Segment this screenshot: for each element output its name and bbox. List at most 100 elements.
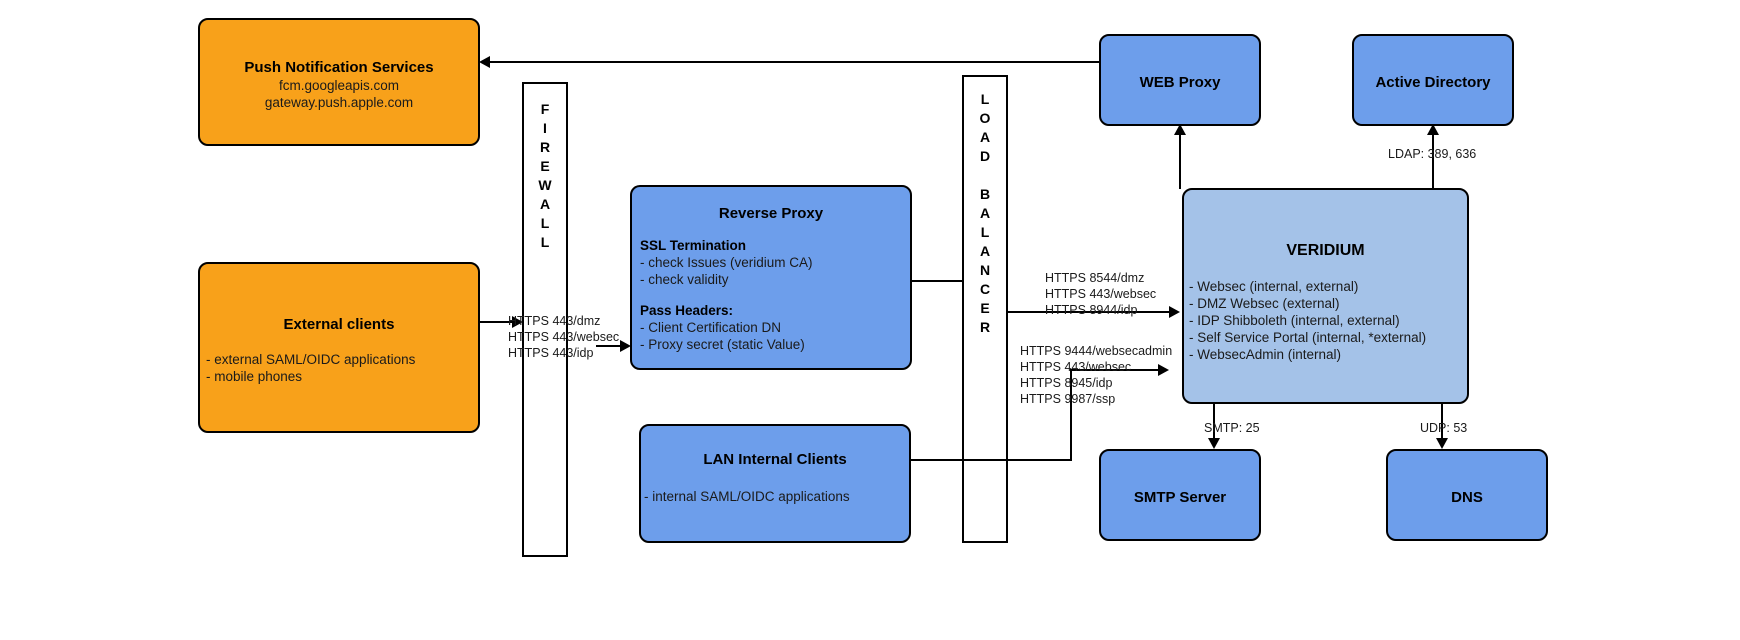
firewall-label: F I R E W A L L <box>524 100 566 252</box>
reverse-proxy-section-2-line-1: - Client Certification DN <box>640 320 782 335</box>
firewall-letter: I <box>543 120 547 136</box>
load-balancer-letter: D <box>979 148 991 164</box>
reverse-proxy-section-2-line-2: - Proxy secret (static Value) <box>640 337 805 352</box>
reverse-proxy-section-1-heading: SSL Termination <box>640 238 747 253</box>
edge-external-to-firewall <box>480 321 516 323</box>
veridium-service-1: - Websec (internal, external) <box>1189 279 1359 294</box>
load-balancer-label: L O A D B A L A N C E R <box>964 90 1006 337</box>
external-clients-list: - external SAML/OIDC applications - mobi… <box>206 351 415 385</box>
edge-webproxy-to-push-arrowhead <box>479 56 490 68</box>
edge-veridium-to-smtp-arrowhead <box>1208 438 1220 449</box>
edge-junction-vertical <box>1070 370 1072 461</box>
lan-internal-clients-title: LAN Internal Clients <box>703 451 847 468</box>
external-clients-line-2: - mobile phones <box>206 369 303 384</box>
veridium-service-2: - DMZ Websec (external) <box>1189 296 1340 311</box>
label-smtp: SMTP: 25 <box>1204 421 1260 435</box>
edge-veridium-to-dns-arrowhead <box>1436 438 1448 449</box>
edge-firewall-to-reverse-proxy <box>596 345 624 347</box>
load-balancer-letter: E <box>980 300 990 316</box>
load-balancer-letter: R <box>979 319 991 335</box>
node-external-clients: External clients - external SAML/OIDC ap… <box>198 262 480 433</box>
firewall-letter: R <box>539 139 551 155</box>
node-smtp-server: SMTP Server <box>1099 449 1261 541</box>
smtp-server-title: SMTP Server <box>1133 489 1227 506</box>
label-lb-lower-1: HTTPS 9444/websecadmin <box>1020 344 1173 358</box>
label-lb-lower-4: HTTPS 9987/ssp <box>1020 392 1116 406</box>
firewall-letter: A <box>539 196 551 212</box>
veridium-service-4: - Self Service Portal (internal, *extern… <box>1189 330 1427 345</box>
load-balancer-letter: A <box>979 205 991 221</box>
veridium-service-list: - Websec (internal, external) - DMZ Webs… <box>1189 278 1426 363</box>
web-proxy-title: WEB Proxy <box>1139 74 1221 91</box>
reverse-proxy-title: Reverse Proxy <box>718 205 824 222</box>
edge-veridium-to-active-directory-arrowhead <box>1427 124 1439 135</box>
label-lb-upper-1: HTTPS 8544/dmz <box>1045 271 1145 285</box>
load-balancer-letter: L <box>980 91 990 107</box>
lan-internal-clients-list: - internal SAML/OIDC applications <box>644 488 850 505</box>
edge-veridium-to-web-proxy-arrowhead <box>1174 124 1186 135</box>
load-balancer-letter: A <box>979 243 991 259</box>
node-active-directory: Active Directory <box>1352 34 1514 126</box>
label-external-to-firewall-3: HTTPS 443/idp <box>508 346 594 360</box>
firewall-letter: W <box>538 177 552 193</box>
edge-junction-to-veridium-lower <box>1070 369 1162 371</box>
push-notification-services-line-2: gateway.push.apple.com <box>264 95 414 110</box>
reverse-proxy-spacer <box>640 288 813 302</box>
edge-reverse-proxy-to-lb <box>911 280 963 282</box>
label-udp-dns: UDP: 53 <box>1420 421 1468 435</box>
reverse-proxy-section-1-line-2: - check validity <box>640 272 729 287</box>
lan-internal-clients-line-1: - internal SAML/OIDC applications <box>644 489 850 504</box>
edge-external-to-firewall-arrowhead <box>512 316 523 328</box>
edge-webproxy-to-push <box>487 61 1100 63</box>
edge-firewall-to-reverse-proxy-arrowhead <box>620 340 631 352</box>
label-lb-upper-2: HTTPS 443/websec <box>1045 287 1157 301</box>
reverse-proxy-section-1-line-1: - check Issues (veridium CA) <box>640 255 813 270</box>
node-web-proxy: WEB Proxy <box>1099 34 1261 126</box>
edge-lan-to-junction <box>910 459 1072 461</box>
edge-veridium-to-dns <box>1441 403 1443 440</box>
edge-lb-to-veridium-lower-arrowhead <box>1158 364 1169 376</box>
load-balancer-letter: A <box>979 129 991 145</box>
firewall-letter: F <box>540 101 550 117</box>
label-external-to-firewall-2: HTTPS 443/websec <box>508 330 620 344</box>
edge-lb-to-veridium-upper <box>1007 311 1173 313</box>
reverse-proxy-body: SSL Termination - check Issues (veridium… <box>640 237 813 353</box>
label-ldap: LDAP: 389, 636 <box>1388 147 1477 161</box>
node-dns: DNS <box>1386 449 1548 541</box>
push-notification-services-line-1: fcm.googleapis.com <box>278 78 400 93</box>
edge-lb-to-veridium-upper-arrowhead <box>1169 306 1180 318</box>
label-lb-to-veridium-upper: HTTPS 8544/dmz HTTPS 443/websec HTTPS 89… <box>1045 270 1156 318</box>
dns-title: DNS <box>1451 489 1483 506</box>
veridium-service-5: - WebsecAdmin (internal) <box>1189 347 1342 362</box>
firewall-letter: L <box>540 215 550 231</box>
load-balancer-letter: N <box>979 262 991 278</box>
label-lb-to-veridium-lower: HTTPS 9444/websecadmin HTTPS 443/websec … <box>1020 343 1172 407</box>
firewall-letter: E <box>540 158 550 174</box>
load-balancer-letter: B <box>979 186 991 202</box>
external-clients-line-1: - external SAML/OIDC applications <box>206 352 416 367</box>
label-external-to-firewall: HTTPS 443/dmz HTTPS 443/websec HTTPS 443… <box>508 313 619 361</box>
edge-veridium-to-active-directory <box>1432 133 1434 189</box>
load-balancer-letter-gap <box>964 166 1006 185</box>
node-push-notification-services: Push Notification Services fcm.googleapi… <box>198 18 480 146</box>
node-lan-internal-clients: LAN Internal Clients - internal SAML/OID… <box>639 424 911 543</box>
push-notification-services-title: Push Notification Services <box>244 59 434 76</box>
edge-veridium-to-smtp <box>1213 403 1215 440</box>
node-load-balancer: L O A D B A L A N C E R <box>962 75 1008 543</box>
active-directory-title: Active Directory <box>1375 74 1491 91</box>
node-firewall: F I R E W A L L <box>522 82 568 557</box>
load-balancer-letter: O <box>979 110 991 126</box>
reverse-proxy-section-2-heading: Pass Headers: <box>640 303 734 318</box>
firewall-letter: L <box>540 234 550 250</box>
veridium-service-3: - IDP Shibboleth (internal, external) <box>1189 313 1400 328</box>
load-balancer-letter: C <box>979 281 991 297</box>
label-lb-lower-3: HTTPS 8945/idp <box>1020 376 1113 390</box>
label-lb-lower-2: HTTPS 443/websec <box>1020 360 1132 374</box>
label-external-to-firewall-1: HTTPS 443/dmz <box>508 314 601 328</box>
node-reverse-proxy: Reverse Proxy SSL Termination - check Is… <box>630 185 912 370</box>
external-clients-title: External clients <box>283 316 395 333</box>
label-lb-upper-3: HTTPS 8944/idp <box>1045 303 1138 317</box>
load-balancer-letter: L <box>980 224 990 240</box>
edge-veridium-to-web-proxy <box>1179 133 1181 189</box>
